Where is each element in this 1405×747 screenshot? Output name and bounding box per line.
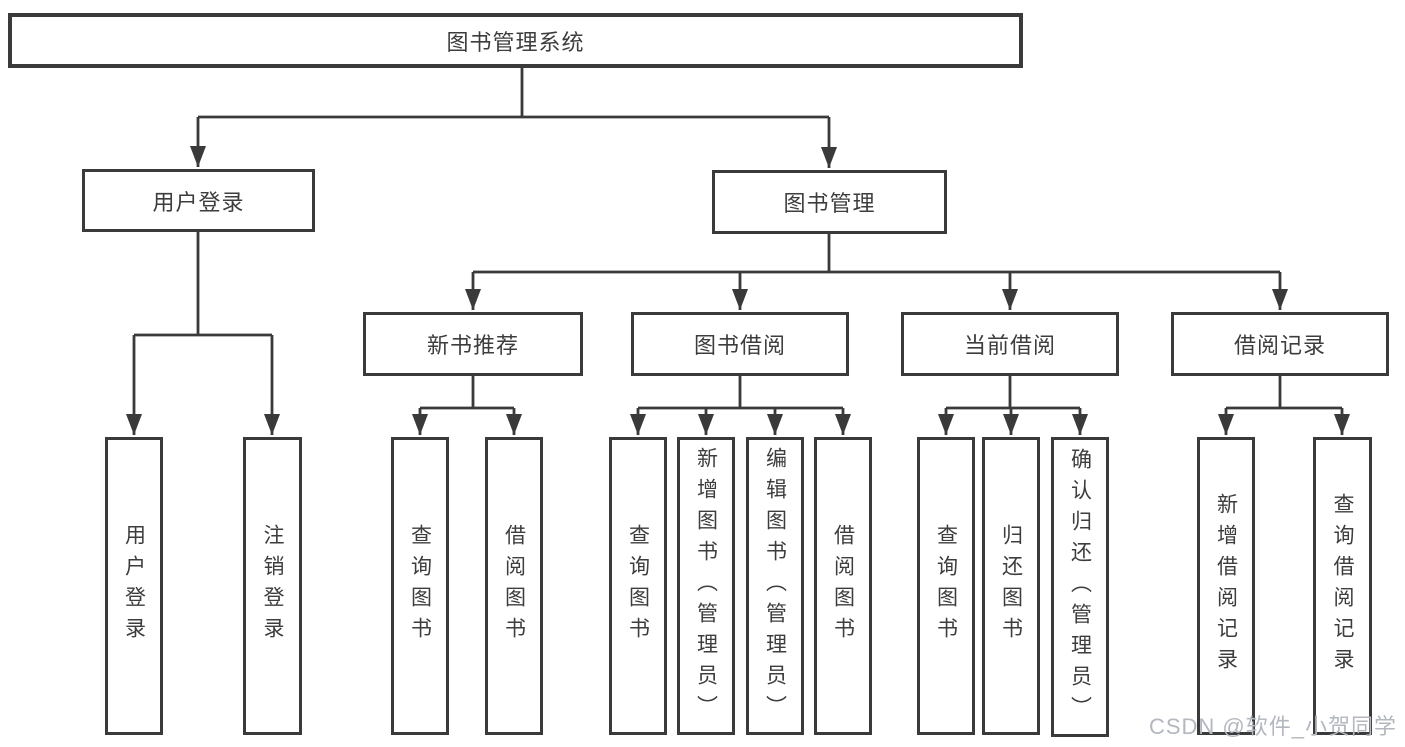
node-label: 新书推荐 [426,333,519,358]
leaf-newrec-query-books: 查询图书 [391,437,449,735]
node-label: 注销登录 [261,524,284,648]
node-new-book-recommendation: 新书推荐 [363,312,583,376]
node-label: 查询图书 [626,524,650,648]
leaf-logout-login: 注销登录 [243,437,302,735]
node-label: 用户登录 [122,524,146,648]
node-label: 图书管理 [783,191,876,216]
leaf-newrec-borrow-books: 借阅图书 [485,437,543,735]
node-label: 新增图书（管理员） [694,446,718,726]
node-label: 借阅记录 [1233,333,1326,358]
node-label: 查询借阅记录 [1331,493,1354,679]
node-label: 确认归还（管理员） [1068,447,1092,727]
node-label: 当前借阅 [963,333,1056,358]
node-label: 借阅图书 [502,524,526,648]
node-label: 借阅图书 [831,524,855,648]
node-label: 归还图书 [999,524,1023,648]
node-label: 编辑图书（管理员） [763,446,787,726]
leaf-records-add-borrow-record: 新增借阅记录 [1197,437,1255,735]
node-user-login: 用户登录 [82,169,315,232]
leaf-current-query-books: 查询图书 [917,437,975,735]
node-book-management: 图书管理 [712,170,947,234]
node-book-borrowing: 图书借阅 [631,312,849,376]
leaf-borrowing-edit-books-admin: 编辑图书（管理员） [746,437,804,735]
node-label: 用户登录 [152,189,245,215]
leaf-user-login: 用户登录 [105,437,163,735]
leaf-records-query-borrow-record: 查询借阅记录 [1313,437,1372,735]
leaf-borrowing-add-books-admin: 新增图书（管理员） [677,437,735,735]
node-label: 图书管理系统 [446,29,585,55]
node-label: 图书借阅 [693,333,786,358]
leaf-current-return-books: 归还图书 [982,437,1040,735]
leaf-borrowing-borrow-books: 借阅图书 [814,437,872,735]
watermark: CSDN @软件_小贺同学 [1148,714,1397,739]
node-current-borrowing: 当前借阅 [901,312,1119,376]
leaf-current-confirm-return-admin: 确认归还（管理员） [1051,437,1109,737]
node-label: 查询图书 [934,524,958,648]
node-label: 查询图书 [408,524,432,648]
node-library-system: 图书管理系统 [8,13,1023,68]
node-label: 新增借阅记录 [1214,493,1238,679]
node-borrowing-records: 借阅记录 [1171,312,1389,376]
leaf-borrowing-query-books: 查询图书 [609,437,667,735]
